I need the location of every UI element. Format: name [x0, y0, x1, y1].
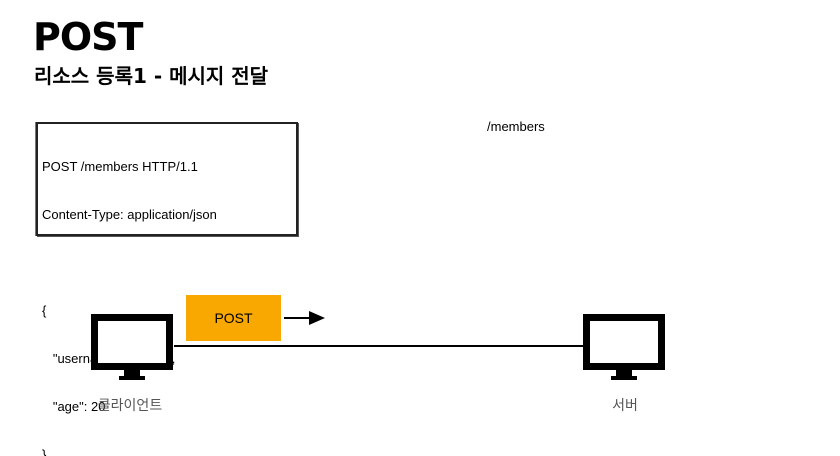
- http-message-line: }: [42, 447, 47, 456]
- resource-path-label: /members: [487, 119, 545, 134]
- client-label: 클라이언트: [97, 398, 163, 414]
- page-subtitle: 리소스 등록1 - 메시지 전달: [34, 64, 269, 88]
- server-label: 서버: [612, 398, 638, 414]
- server-monitor-icon: [583, 314, 665, 380]
- arrow-right-icon: [284, 311, 325, 325]
- http-message-line: POST /members HTTP/1.1: [42, 159, 198, 174]
- post-method-label: POST: [214, 310, 253, 326]
- http-message-line: Content-Type: application/json: [42, 207, 217, 222]
- page-title: POST: [33, 15, 143, 59]
- post-method-badge: POST: [186, 295, 281, 341]
- http-message-line: "age": 20: [42, 399, 106, 414]
- client-monitor-icon: [91, 314, 173, 380]
- http-message-line: {: [42, 303, 47, 318]
